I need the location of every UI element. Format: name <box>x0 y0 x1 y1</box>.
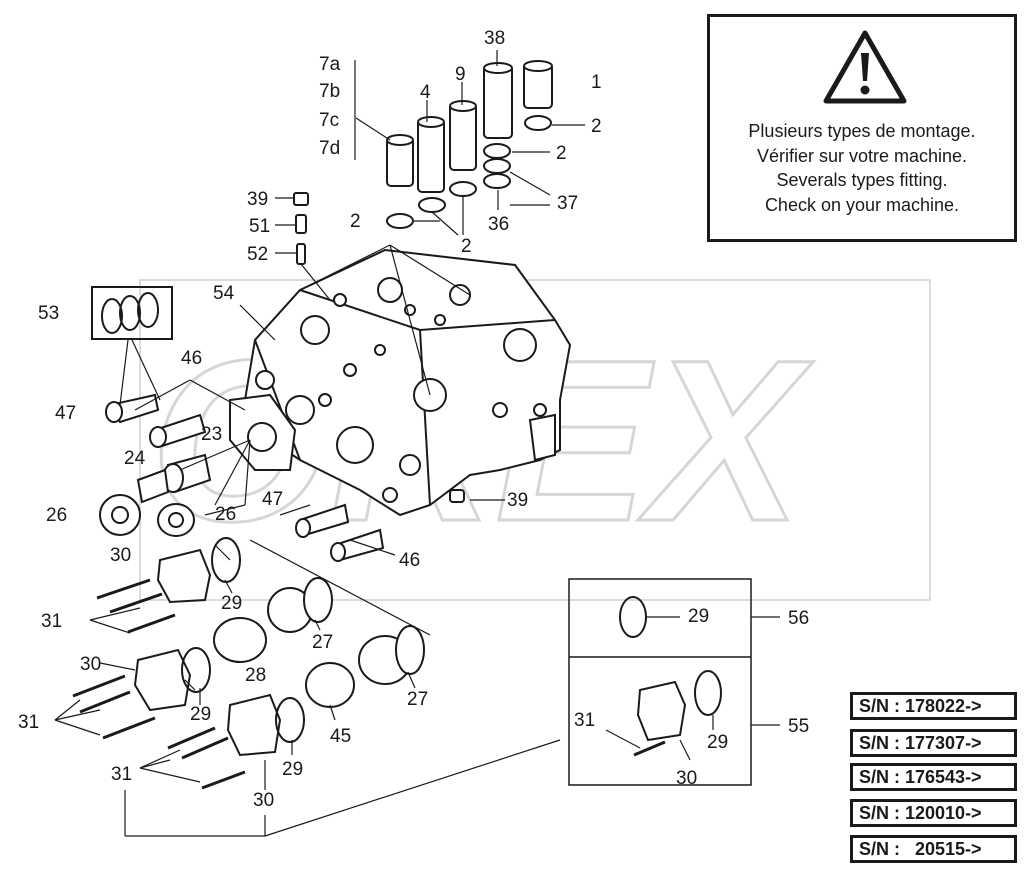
label-47: 47 <box>262 489 283 510</box>
label-31: 31 <box>111 764 132 785</box>
label-4: 4 <box>420 82 431 103</box>
label-27: 27 <box>312 632 333 653</box>
label-47: 47 <box>55 403 76 424</box>
label-45: 45 <box>330 726 351 747</box>
label-31: 31 <box>41 611 62 632</box>
label-52: 52 <box>247 244 268 265</box>
serial-number-box: S/N : 20515-> <box>850 835 1017 863</box>
label-2: 2 <box>591 116 602 137</box>
left-parts <box>99 393 465 562</box>
serial-number-box: S/N : 176543-> <box>850 763 1017 791</box>
serial-number-box: S/N : 177307-> <box>850 729 1017 757</box>
label-29: 29 <box>688 606 709 627</box>
label-53: 53 <box>38 303 59 324</box>
label-7d: 7d <box>319 138 340 159</box>
valve-block <box>229 248 572 517</box>
leader-lines <box>54 50 780 837</box>
label-30: 30 <box>110 545 131 566</box>
label-46: 46 <box>399 550 420 571</box>
label-31: 31 <box>574 710 595 731</box>
label-31: 31 <box>18 712 39 733</box>
label-24: 24 <box>124 448 146 469</box>
bolts <box>72 578 246 790</box>
label-2: 2 <box>556 143 567 164</box>
warning-line-fr-2: Vérifier sur votre machine. <box>756 145 968 166</box>
label-39: 39 <box>507 490 528 511</box>
label-7b: 7b <box>319 81 340 102</box>
warning-line-en-2: Check on your machine. <box>764 194 960 215</box>
label-28: 28 <box>245 665 266 686</box>
serial-number-box: S/N : 178022-> <box>850 692 1017 720</box>
label-30: 30 <box>80 654 101 675</box>
warning-text: Plusieurs types de montage. Vérifier sur… <box>710 119 1014 217</box>
label-51: 51 <box>249 216 270 237</box>
label-29: 29 <box>282 759 303 780</box>
label-46: 46 <box>181 348 202 369</box>
label-2: 2 <box>350 211 361 232</box>
warning-line-fr-1: Plusieurs types de montage. <box>748 121 976 141</box>
label-54: 54 <box>213 283 235 304</box>
label-7c: 7c <box>319 110 339 131</box>
label-27: 27 <box>407 689 428 710</box>
warning-line-en-1: Severals types fitting. <box>776 170 948 190</box>
warning-triangle-icon <box>823 30 907 104</box>
warning-box: Plusieurs types de montage. Vérifier sur… <box>707 14 1017 242</box>
part-labels: 38 7a 7b 7c 7d 9 4 1 2 2 2 2 37 36 39 51… <box>18 28 809 811</box>
label-29: 29 <box>190 704 211 725</box>
label-30: 30 <box>676 768 697 789</box>
label-36: 36 <box>488 214 509 235</box>
label-26: 26 <box>215 504 236 525</box>
kit-box-53 <box>91 286 173 340</box>
label-30: 30 <box>253 790 274 811</box>
label-39: 39 <box>247 189 268 210</box>
kit-boxes-55-56 <box>568 578 752 786</box>
covers-and-springs <box>133 537 425 757</box>
label-29: 29 <box>221 593 242 614</box>
small-plugs <box>293 192 309 265</box>
label-55: 55 <box>788 716 809 737</box>
label-29: 29 <box>707 732 728 753</box>
label-56: 56 <box>788 608 809 629</box>
label-2: 2 <box>461 236 472 257</box>
label-37: 37 <box>557 193 578 214</box>
label-9: 9 <box>455 64 466 85</box>
label-23: 23 <box>201 424 222 445</box>
serial-number-box: S/N : 120010-> <box>850 799 1017 827</box>
label-38: 38 <box>484 28 505 49</box>
label-1: 1 <box>591 72 602 93</box>
cartridges-top <box>386 60 553 193</box>
label-7a: 7a <box>319 54 341 75</box>
label-26: 26 <box>46 505 67 526</box>
